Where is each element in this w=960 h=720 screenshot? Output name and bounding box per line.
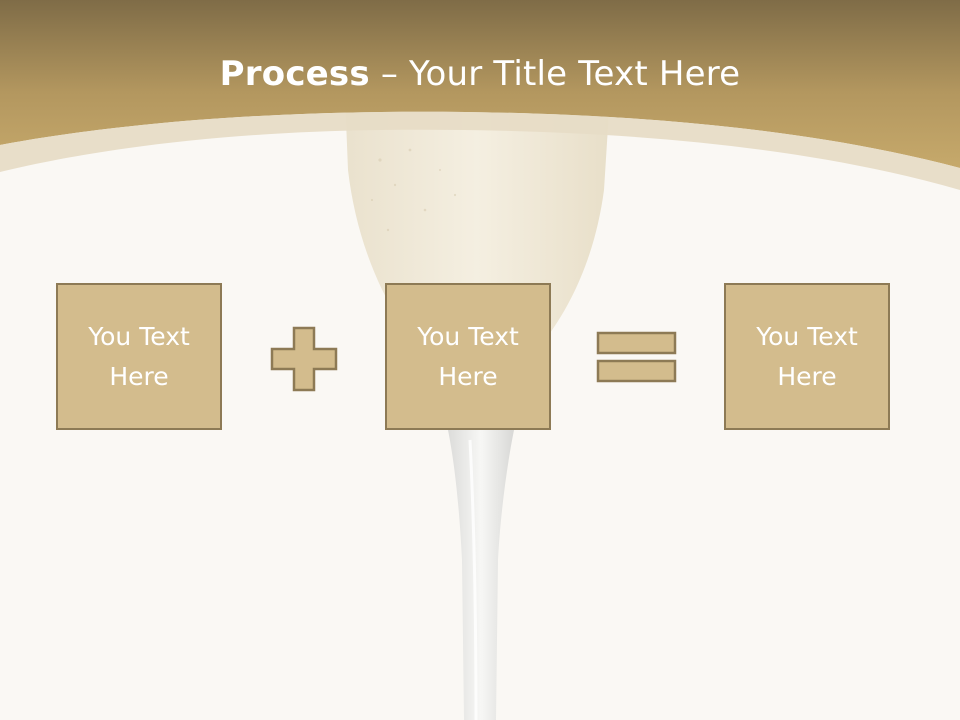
process-step-1: You Text Here	[56, 283, 222, 430]
equals-icon	[596, 331, 677, 383]
bubbles	[370, 148, 457, 232]
process-step-2: You Text Here	[385, 283, 551, 430]
process-step-3: You Text Here	[724, 283, 890, 430]
glass-stem	[448, 430, 514, 720]
plus-icon	[270, 326, 338, 392]
title-separator: –	[369, 54, 410, 94]
process-step-2-text: You Text Here	[417, 321, 519, 391]
slide-title: Process – Your Title Text Here	[0, 50, 960, 98]
process-step-1-text: You Text Here	[88, 321, 190, 391]
title-rest: Your Title Text Here	[409, 54, 741, 94]
title-bold: Process	[219, 54, 370, 94]
process-step-3-text: You Text Here	[756, 321, 858, 391]
header-swoosh	[0, 111, 960, 190]
header-band	[0, 0, 960, 168]
glass-bowl	[345, 95, 610, 430]
